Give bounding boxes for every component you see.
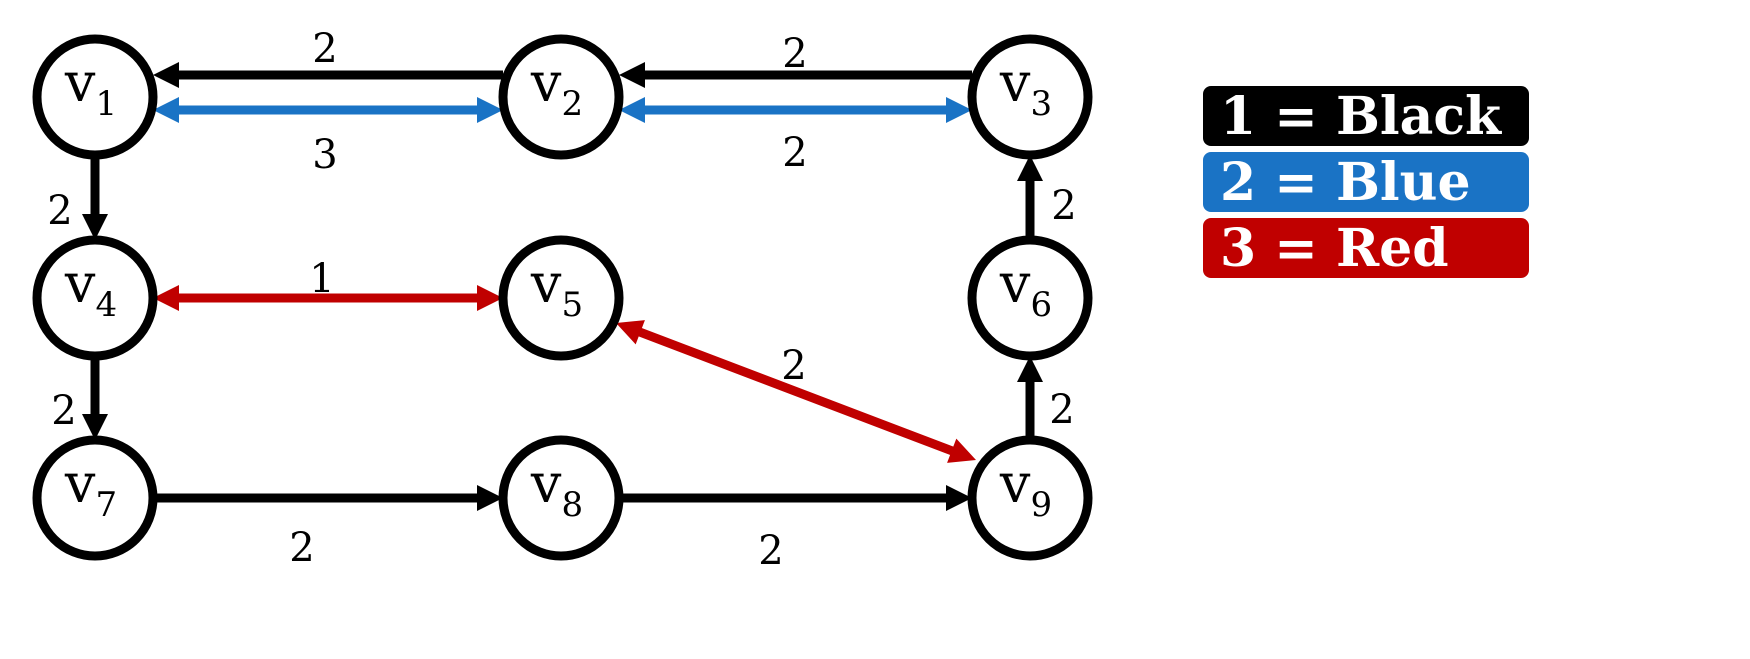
arrowhead <box>477 285 503 311</box>
edge-weight-label: 2 <box>782 31 807 77</box>
edge-v1-v2: 3 <box>153 97 503 178</box>
edge-weight-label: 2 <box>1051 183 1076 229</box>
node-circle <box>32 235 158 361</box>
node-label: v9 <box>999 452 1052 525</box>
edge-v8-v9: 2 <box>619 485 972 574</box>
node-label: v1 <box>64 51 117 124</box>
legend-label: 2 = Blue <box>1220 152 1471 213</box>
edge-weight-label: 2 <box>1049 387 1074 433</box>
arrowhead <box>153 285 179 311</box>
node-label-main: v <box>530 51 562 114</box>
edge-weight-label: 2 <box>758 528 783 574</box>
edge-v4-v5: 1 <box>153 256 503 311</box>
edge-weight-label: 2 <box>289 525 314 571</box>
node-v8: v8 <box>498 435 624 561</box>
node-circle <box>32 34 158 160</box>
node-label-subscript: 9 <box>1030 485 1052 525</box>
node-label-main: v <box>64 51 96 114</box>
edge-line <box>634 326 958 457</box>
edge-weight-label: 1 <box>309 256 334 302</box>
arrowhead <box>947 438 976 463</box>
edge-v4-v7: 2 <box>51 356 108 440</box>
node-label-main: v <box>999 51 1031 114</box>
node-circle <box>32 435 158 561</box>
legend-swatch <box>1203 86 1529 146</box>
node-label-main: v <box>64 252 96 315</box>
node-v3: v3 <box>967 34 1093 160</box>
edge-v6-v3: 2 <box>1017 155 1077 240</box>
node-circle <box>967 34 1093 160</box>
arrowhead <box>153 62 179 88</box>
node-v1: v1 <box>32 34 158 160</box>
node-v2: v2 <box>498 34 624 160</box>
arrowhead <box>619 62 645 88</box>
node-v6: v6 <box>967 235 1093 361</box>
arrowhead <box>619 97 645 123</box>
arrowhead <box>616 320 645 345</box>
node-circle <box>967 235 1093 361</box>
arrowhead <box>82 414 108 440</box>
edge-v5-v9: 2 <box>616 320 976 463</box>
node-label-subscript: 2 <box>561 84 583 124</box>
node-label-subscript: 1 <box>95 84 117 124</box>
legend-item: 3 = Red <box>1203 218 1529 279</box>
arrowhead <box>477 97 503 123</box>
node-label: v8 <box>530 452 583 525</box>
node-label: v2 <box>530 51 583 124</box>
legend-swatch <box>1203 152 1529 212</box>
arrowhead <box>1017 155 1043 181</box>
node-label-subscript: 7 <box>95 485 117 525</box>
node-circle <box>498 34 624 160</box>
node-label: v7 <box>64 452 117 525</box>
node-label-main: v <box>530 452 562 515</box>
node-v5: v5 <box>498 235 624 361</box>
edge-weight-label: 2 <box>781 343 806 389</box>
arrowhead <box>477 485 503 511</box>
edge-v1-v4: 2 <box>47 155 108 240</box>
node-label-main: v <box>999 252 1031 315</box>
node-label: v4 <box>64 252 117 325</box>
node-label-subscript: 3 <box>1030 84 1052 124</box>
node-v4: v4 <box>32 235 158 361</box>
node-label: v5 <box>530 252 583 325</box>
node-label: v6 <box>999 252 1052 325</box>
node-label-main: v <box>530 252 562 315</box>
arrowhead <box>946 485 972 511</box>
legend-swatch <box>1203 218 1529 278</box>
edge-weight-label: 3 <box>312 132 337 178</box>
node-label: v3 <box>999 51 1052 124</box>
edge-v2-v1: 2 <box>153 26 503 88</box>
arrowhead <box>82 214 108 240</box>
edge-v7-v8: 2 <box>153 485 503 571</box>
node-label-subscript: 8 <box>561 485 583 525</box>
edge-v2-v3: 2 <box>619 97 972 176</box>
edge-weight-label: 2 <box>782 130 807 176</box>
node-v9: v9 <box>967 435 1093 561</box>
edge-weight-label: 2 <box>312 26 337 72</box>
edge-weight-label: 2 <box>51 388 76 434</box>
node-v7: v7 <box>32 435 158 561</box>
edge-weight-label: 2 <box>47 188 72 234</box>
legend-item: 1 = Black <box>1203 86 1529 147</box>
node-label-subscript: 4 <box>95 285 117 325</box>
arrowhead <box>1017 356 1043 382</box>
node-circle <box>967 435 1093 561</box>
node-label-subscript: 5 <box>561 285 583 325</box>
arrowhead <box>946 97 972 123</box>
node-label-main: v <box>999 452 1031 515</box>
edge-v3-v2: 2 <box>619 31 972 88</box>
legend-item: 2 = Blue <box>1203 152 1529 213</box>
legend-label: 1 = Black <box>1220 86 1502 147</box>
edges-layer: 2 3 2 2 2 1 2 2 2 2 2 2 <box>47 26 1076 574</box>
node-circle <box>498 435 624 561</box>
node-circle <box>498 235 624 361</box>
node-label-subscript: 6 <box>1030 285 1052 325</box>
arrowhead <box>153 97 179 123</box>
node-label-main: v <box>64 452 96 515</box>
edge-v9-v6: 2 <box>1017 356 1075 440</box>
legend-label: 3 = Red <box>1220 218 1449 279</box>
